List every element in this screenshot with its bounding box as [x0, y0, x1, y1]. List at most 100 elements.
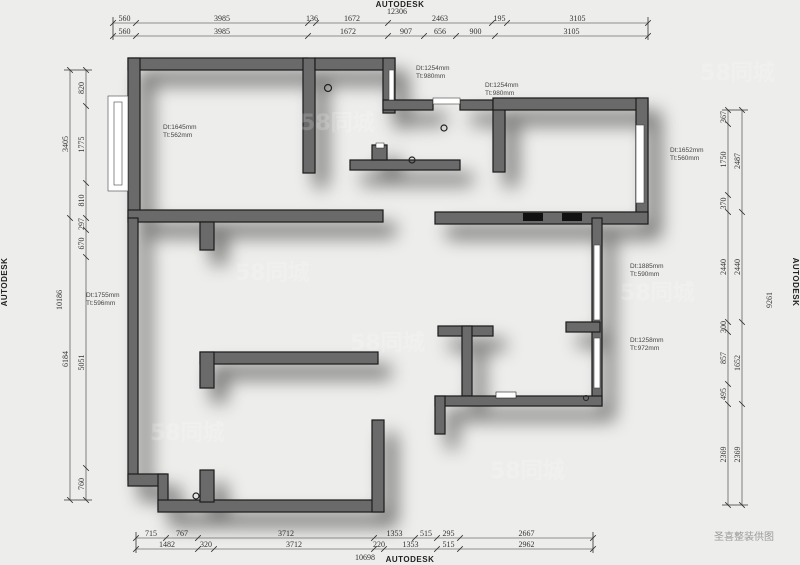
room-height-label: Tt:972mm	[630, 345, 659, 352]
room-labels: Dt:1645mmTt:562mmDt:1254mmTt:980mmDt:125…	[86, 65, 704, 352]
room-height-label: Tt:980mm	[416, 73, 445, 80]
dim-top-segment: 907	[400, 27, 412, 36]
wall	[492, 97, 649, 111]
walls	[127, 57, 649, 513]
drain-icon	[440, 124, 448, 132]
dim-top-segment: 900	[470, 27, 482, 36]
window	[432, 97, 461, 105]
room-height-label: Tt:560mm	[670, 155, 699, 162]
dim-bottom-segment: 220	[373, 540, 385, 549]
dim-left-segment: 1775	[77, 137, 86, 153]
fixtures	[192, 83, 589, 500]
wall	[157, 499, 384, 513]
wall	[349, 159, 461, 171]
room-area-label: Dt:1254mm	[485, 82, 519, 89]
dim-right-segment: 300	[719, 321, 728, 333]
dim-bottom-total: 10698	[355, 553, 375, 562]
dim-bottom-segment: 320	[200, 540, 212, 549]
dim-bottom-segment: 3712	[278, 529, 294, 538]
room-height-label: Tt:980mm	[485, 90, 514, 97]
dim-top-segment: 1672	[340, 27, 356, 36]
dim-left-segment: 5051	[77, 355, 86, 371]
wall	[461, 325, 473, 397]
fixture	[523, 213, 543, 221]
dim-top-segment: 136	[306, 14, 318, 23]
wall	[127, 57, 141, 219]
dim-right-segment: 495	[719, 388, 728, 400]
watermark: 58同城	[490, 458, 565, 484]
dim-bottom-segment: 767	[176, 529, 188, 538]
window	[635, 124, 645, 204]
wall	[382, 99, 434, 111]
dim-top-segment: 2463	[432, 14, 448, 23]
wall	[434, 395, 446, 435]
drain-icon	[583, 395, 589, 401]
dim-bottom-segment: 1353	[387, 529, 403, 538]
drain-icon	[192, 492, 200, 500]
dim-left-total: 10186	[55, 290, 64, 310]
dim-right-segment: 370	[719, 198, 728, 210]
dim-bottom-segment: 515	[443, 540, 455, 549]
drain-icon	[408, 156, 416, 164]
dim-top-segment: 656	[434, 27, 446, 36]
room-area-label: Dt:1885mm	[630, 263, 664, 270]
brand-left: AUTODESK	[0, 258, 9, 307]
wall	[434, 395, 603, 407]
dim-left-segment: 670	[77, 238, 86, 250]
watermark: 58同城	[700, 60, 775, 86]
dim-top-segment: 560	[119, 27, 131, 36]
dim-bottom-segment: 2962	[519, 540, 535, 549]
dim-left-segment: 820	[77, 82, 86, 94]
dim-right-segment: 2369	[719, 447, 728, 463]
brand-right: AUTODESK	[791, 258, 800, 307]
meter	[375, 142, 385, 149]
dim-top-segment: 560	[119, 14, 131, 23]
window	[113, 101, 123, 186]
dim-left-segment: 297	[77, 218, 86, 230]
dim-bottom-segment: 1353	[403, 540, 419, 549]
dim-right-segment: 2487	[733, 153, 742, 169]
dim-right-segment: 367	[719, 111, 728, 123]
dim-top-segment: 3105	[570, 14, 586, 23]
room-height-label: Tt:590mm	[630, 271, 659, 278]
room-area-label: Dt:1258mm	[630, 337, 664, 344]
dim-right-segment: 1750	[719, 152, 728, 168]
dim-left-segment: 6184	[61, 351, 70, 367]
room-area-label: Dt:1645mm	[163, 124, 197, 131]
dim-right-segment: 2440	[719, 259, 728, 275]
wall	[199, 469, 215, 503]
wall	[371, 419, 385, 513]
caption: 圣喜整装供图	[714, 532, 774, 543]
dim-left-segment: 810	[77, 195, 86, 207]
dim-bottom-segment: 295	[443, 529, 455, 538]
radiator	[495, 391, 517, 399]
dim-right-segment: 1652	[733, 355, 742, 371]
windows	[107, 69, 645, 389]
drain-icon	[323, 83, 333, 93]
fixture	[562, 213, 582, 221]
brand-top: AUTODESK	[376, 0, 425, 9]
wall	[492, 99, 506, 173]
dim-bottom-segment: 1482	[159, 540, 175, 549]
watermarks: 58同城 58同城 58同城 58同城 58同城 58同城 58同城	[150, 60, 775, 484]
dim-bottom-segment: 715	[145, 529, 157, 538]
dim-top-total: 12306	[387, 7, 407, 16]
wall	[199, 221, 215, 251]
brand-bottom: AUTODESK	[386, 555, 435, 564]
watermark: 58同城	[150, 420, 225, 446]
dim-right-total: 9261	[765, 292, 774, 308]
wall	[302, 57, 316, 174]
dim-top-segment: 3985	[214, 27, 230, 36]
room-area-label: Dt:1254mm	[416, 65, 450, 72]
dim-bottom-segment: 3712	[286, 540, 302, 549]
dim-right-segment: 2369	[733, 447, 742, 463]
window	[593, 337, 601, 389]
watermark: 58同城	[235, 260, 310, 286]
watermark: 58同城	[300, 110, 375, 136]
dim-right-segment: 2440	[733, 259, 742, 275]
